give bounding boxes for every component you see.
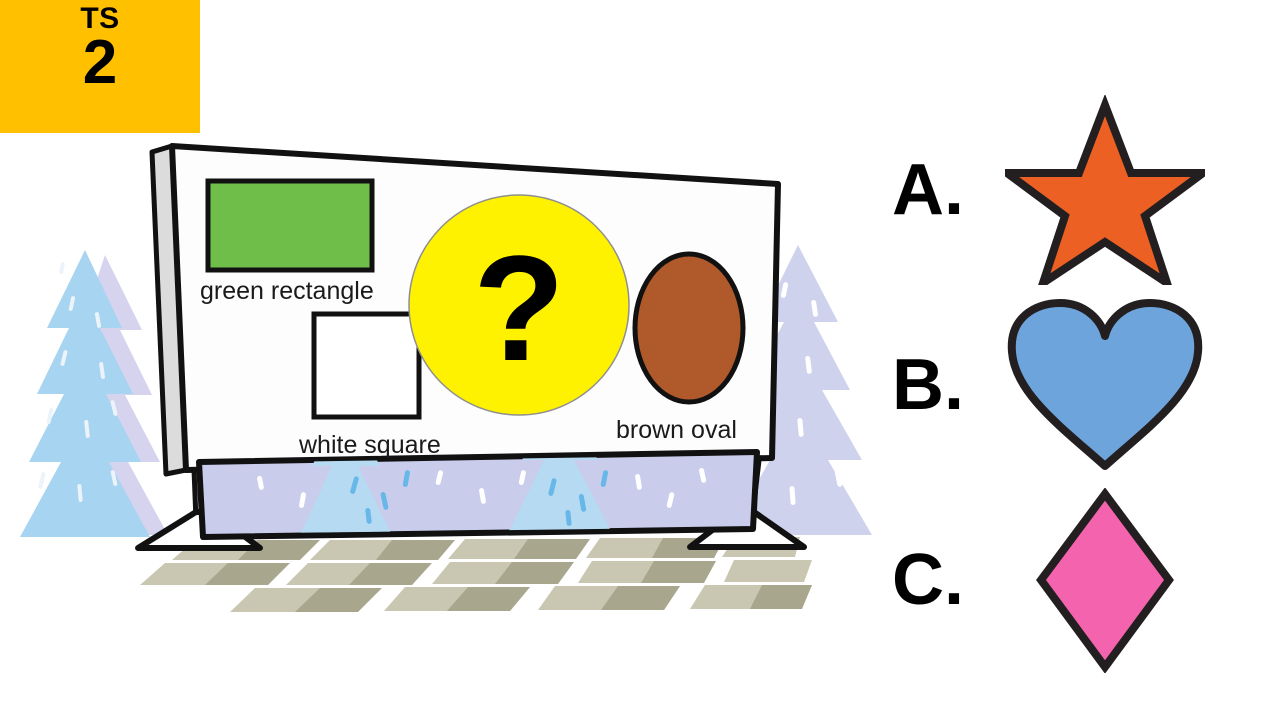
answer-option-b[interactable]: B. <box>880 285 1280 485</box>
answer-option-c-letter: C. <box>892 540 964 620</box>
answer-option-b-shape[interactable] <box>990 290 1220 480</box>
answer-option-a[interactable]: A. <box>880 90 1280 290</box>
star-icon <box>1005 95 1205 285</box>
board-item-white-square: white square <box>298 311 441 459</box>
heart-icon <box>1007 298 1203 470</box>
tree-left-blue <box>20 250 150 537</box>
answer-options-panel: A. B. C. <box>880 40 1280 680</box>
answer-option-c-shape[interactable] <box>990 485 1220 675</box>
slide-badge-code: TS <box>80 2 120 35</box>
answer-option-b-letter: B. <box>892 345 964 425</box>
board-item-label-green-rectangle: green rectangle <box>200 277 374 305</box>
answer-option-c[interactable]: C. <box>880 480 1280 680</box>
tree-shadow-left <box>52 255 168 535</box>
board-item-label-white-square: white square <box>298 431 441 459</box>
answer-option-a-shape[interactable] <box>990 95 1220 285</box>
whiteboard-scene: green rectangle white square brown oval … <box>20 143 872 612</box>
board-item-brown-oval: brown oval <box>616 251 746 444</box>
slide-badge-number: 2 <box>82 28 118 97</box>
answer-option-a-letter: A. <box>892 150 964 230</box>
slide-badge: TS 2 <box>0 0 200 133</box>
diamond-icon <box>1036 487 1174 673</box>
board-bottom-panel <box>196 449 760 540</box>
mystery-question-mark: ? <box>473 224 565 392</box>
board-item-label-brown-oval: brown oval <box>616 416 737 444</box>
board-item-green-rectangle: green rectangle <box>200 178 375 305</box>
mystery-circle: ? <box>408 194 630 416</box>
